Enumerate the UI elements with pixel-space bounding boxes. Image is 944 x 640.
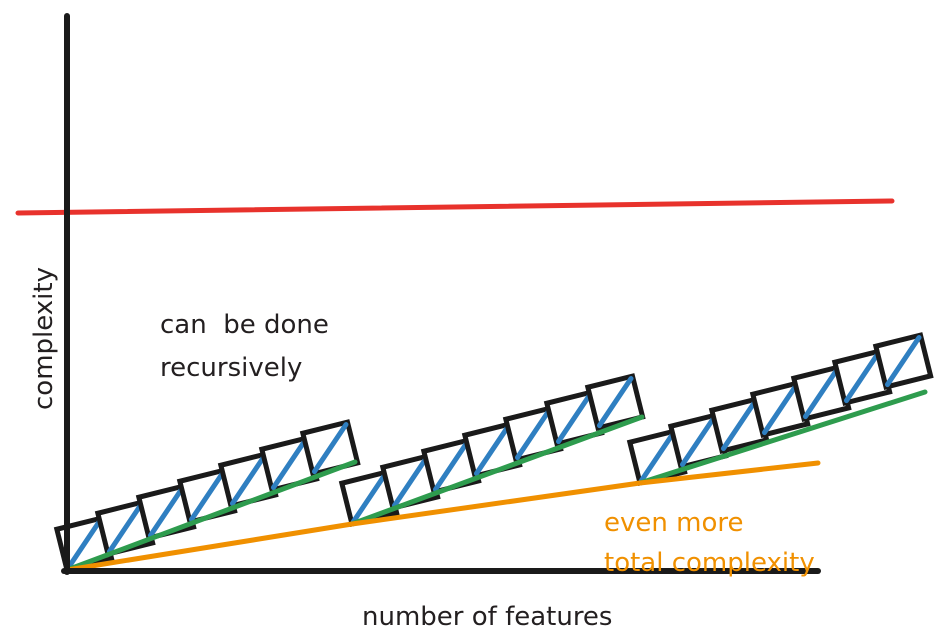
box-diagonal (311, 422, 349, 475)
orange-segment (637, 460, 821, 486)
green-segment (64, 459, 358, 573)
y-axis-label: complexity (29, 267, 59, 410)
box-diagonal (270, 438, 308, 491)
staircase-box (872, 332, 934, 391)
box-diagonal (843, 351, 881, 404)
annotation-total-complexity: total complexity (604, 548, 815, 578)
staircase-group-3 (626, 332, 934, 487)
orange-total-complexity-line (64, 460, 821, 573)
box-diagonal (473, 424, 511, 477)
x-axis-label: number of features (362, 602, 612, 632)
box-diagonal (638, 431, 676, 484)
staircase-box (584, 373, 646, 432)
box-diagonal (350, 472, 388, 525)
box-diagonal (884, 335, 922, 388)
orange-segment (64, 521, 355, 573)
axes (61, 13, 821, 575)
staircase-box (790, 364, 852, 423)
green-trend-lines (64, 389, 928, 573)
series-constant-high-complexity (15, 198, 895, 216)
orange-segment (349, 480, 643, 527)
annotation-recursive-line2: recursively (160, 353, 302, 383)
red-trend-line (15, 198, 895, 216)
box-diagonal (802, 367, 840, 420)
staircase-box (667, 412, 729, 471)
box-diagonal (188, 470, 226, 523)
box-diagonal (147, 486, 185, 539)
box-diagonal (391, 456, 429, 509)
box-diagonal (432, 440, 470, 493)
annotation-recursive-line1: can be done (160, 310, 329, 340)
box-diagonal (514, 408, 552, 461)
green-segment (637, 389, 928, 486)
box-diagonal (65, 518, 103, 571)
green-segment (349, 414, 645, 527)
box-diagonal (761, 383, 799, 436)
box-diagonal (679, 415, 717, 468)
box-diagonal (229, 454, 267, 507)
box-diagonal (720, 399, 758, 452)
box-diagonal (596, 376, 634, 429)
box-diagonal (555, 392, 593, 445)
staircase-box (543, 389, 605, 448)
annotation-even-more: even more (604, 508, 743, 538)
box-diagonal (106, 502, 144, 555)
